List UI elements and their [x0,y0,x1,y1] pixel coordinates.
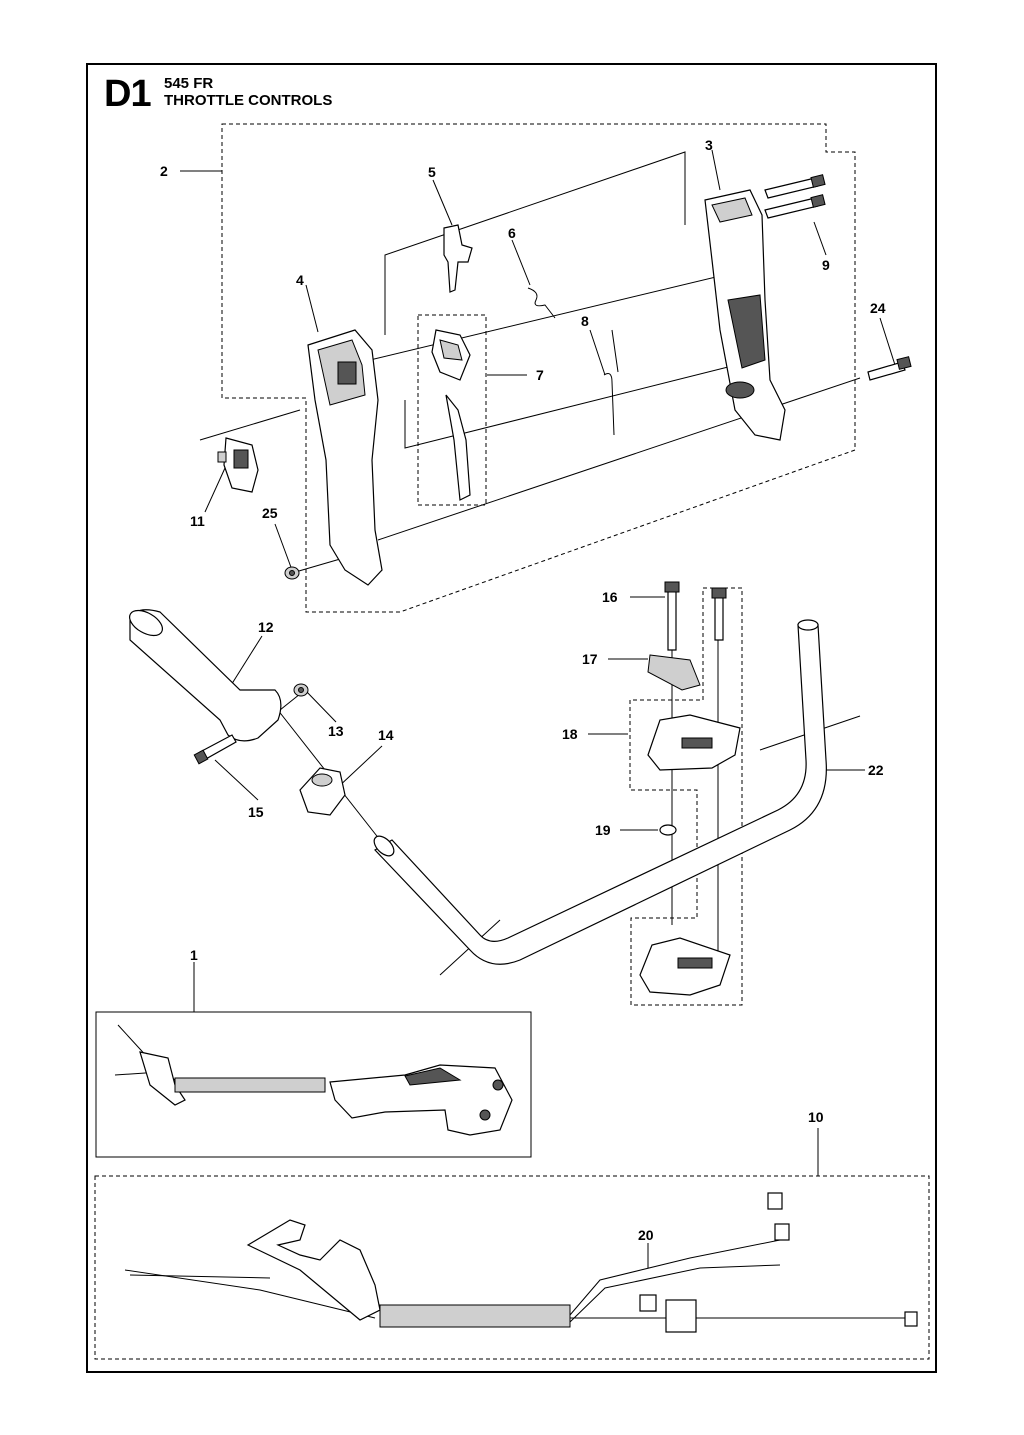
callout-9: 9 [822,257,830,273]
page-frame [86,63,937,1373]
group-box-cable [94,1175,930,1360]
callout-12: 11 [190,513,205,529]
nut-14 [293,683,309,697]
model-name: 545 FR [164,75,214,92]
group-box-handle [221,123,856,613]
bolt-16 [193,734,237,765]
section-title: THROTTLE CONTROLS [164,92,333,109]
callout-labels: 2 3 5 6 4 9 24 8 7 11 25 12 13 14 15 16 … [160,137,886,1243]
handlebar-22 [373,619,827,965]
callout-4: 4 [296,272,304,288]
callout-16: 15 [248,804,264,820]
screws-9 [764,174,826,219]
callout-11: 20 [638,1227,654,1243]
nut-25 [284,566,300,580]
callout-5: 5 [428,164,436,180]
callout-22: 22 [868,762,884,778]
callout-3: 3 [705,137,713,153]
group-box-throttle-assembly [95,1011,532,1158]
screw-24 [867,356,912,381]
leader-lines [180,149,896,1268]
callout-10: 10 [808,1109,824,1125]
group-box-clamp [629,587,743,1006]
callout-13: 12 [258,619,274,635]
handle-right-half [704,189,786,441]
callout-25: 25 [262,505,278,521]
trigger-7 [431,329,471,501]
handle-left-half [307,329,383,586]
lockout-lever-5 [443,224,473,293]
callout-1: 1 [190,947,198,963]
callout-7: 7 [536,367,544,383]
throttle-cable-10 [124,1192,918,1333]
callout-15: 14 [378,727,394,743]
callout-19: 18 [562,726,578,742]
clamp-15 [299,767,346,816]
callout-14: 13 [328,723,344,739]
callout-20: 19 [595,822,611,838]
section-code: D1 [104,73,152,115]
callout-6: 6 [508,225,516,241]
callout-24: 24 [870,300,886,316]
group-box-trigger [417,314,487,506]
callout-18: 17 [582,651,598,667]
callout-17: 16 [602,589,618,605]
stop-switch-12 [217,437,259,493]
clamp-assembly [639,581,741,996]
spring-6 [527,287,556,319]
spring-8 [603,329,619,436]
callout-8: 8 [581,313,589,329]
callout-2: 2 [160,163,168,179]
throttle-assembly-1 [114,1024,513,1136]
